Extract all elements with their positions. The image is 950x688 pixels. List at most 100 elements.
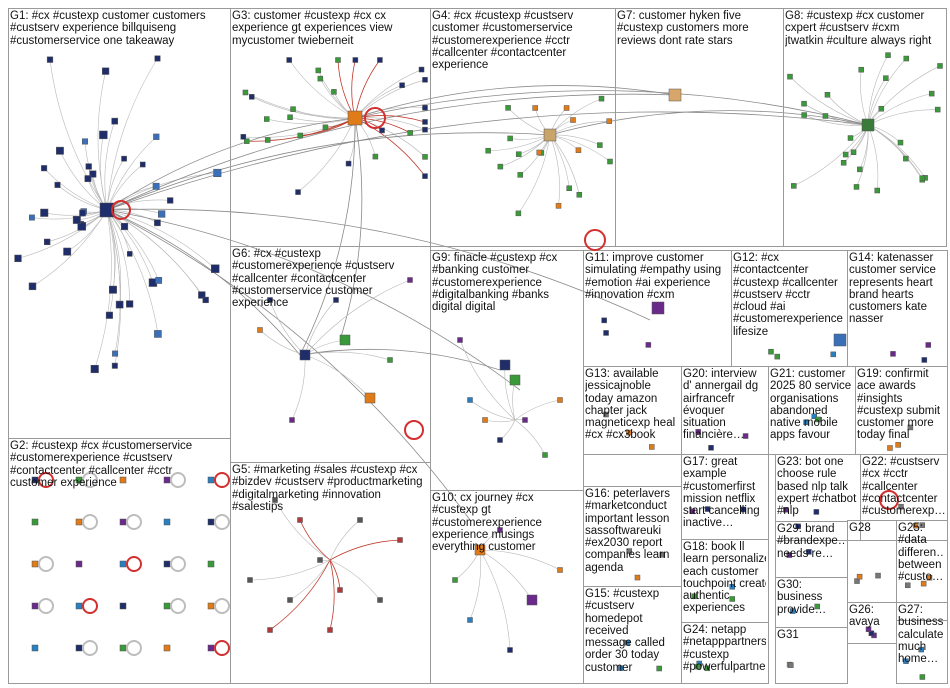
graph-node [247, 577, 253, 583]
graph-edge [299, 117, 356, 356]
graph-edge [499, 419, 516, 441]
group-box-g24 [681, 622, 769, 684]
graph-node [327, 627, 333, 633]
group-box-g23 [775, 454, 861, 541]
group-label-line: G29: brand [777, 523, 835, 535]
graph-node [507, 647, 513, 653]
graph-node [878, 105, 885, 112]
graph-node [119, 476, 127, 484]
graph-edge [514, 419, 546, 456]
graph-edge [289, 559, 331, 601]
graph-node [139, 161, 146, 168]
group-label-line: #brandexpe… [777, 535, 845, 548]
graph-node [497, 527, 503, 533]
graph-node [563, 105, 570, 111]
graph-node [29, 214, 35, 221]
graph-node [497, 163, 504, 170]
graph-node [856, 573, 863, 580]
graph-node [768, 348, 774, 355]
group-label-line: #customerexperience #cctr [432, 34, 571, 47]
graph-node [499, 359, 511, 371]
group-label-g9: G9: finacle #custexp #cx#banking custome… [432, 252, 581, 313]
graph-node [155, 277, 163, 284]
graph-node [72, 215, 81, 224]
graph-node [322, 124, 329, 131]
self-loop [214, 514, 230, 530]
graph-node [213, 168, 222, 177]
group-label-line: #cx #cx3book [585, 429, 656, 442]
graph-node [54, 181, 61, 188]
graph-node [102, 67, 110, 75]
group-label-line: #customerexperience #custserv [232, 260, 395, 273]
graph-node [397, 537, 403, 543]
graph-node [918, 646, 924, 653]
group-label-line: calculate [898, 628, 944, 641]
graph-node [566, 185, 572, 192]
graph-node [41, 165, 48, 172]
graph-node [85, 163, 92, 170]
group-label-line: #custexp submit [857, 404, 941, 417]
self-loop [584, 229, 606, 251]
graph-node [803, 419, 809, 426]
group-label-line: each customer [683, 565, 759, 578]
graph-node [158, 210, 166, 218]
graph-node [787, 73, 793, 80]
graph-edge [329, 539, 401, 561]
group-label-g2: G2: #custexp #cx #customerservice#custom… [10, 440, 228, 489]
group-label-line: #banking customer [432, 264, 530, 277]
graph-edge [106, 209, 130, 304]
self-loop [82, 514, 98, 530]
group-label-line: G21: customer [770, 368, 846, 380]
graph-node [46, 56, 54, 63]
graph-node [607, 158, 613, 165]
group-label-line: homedepot [585, 612, 643, 625]
graph-node [789, 608, 796, 614]
group-label-g6: G6: #cx #custexp#customerexperience #cus… [232, 248, 428, 309]
graph-node [154, 330, 162, 338]
graph-node [815, 416, 821, 423]
group-label-line: today amazon [585, 392, 658, 405]
group-label-line: today final [857, 429, 910, 442]
graph-node [858, 66, 864, 73]
graph-node [422, 77, 428, 83]
group-label-line: start cancelling [683, 505, 760, 518]
graph-node [109, 285, 117, 294]
group-label-line: #custexp customers more [617, 22, 749, 35]
group-label-line: financière… [683, 429, 745, 442]
group-label-line: G6: #cx #custexp [232, 248, 321, 260]
hub-node [668, 88, 682, 102]
self-loop [82, 598, 98, 614]
group-label-line: #insights [857, 392, 903, 405]
graph-edge [304, 351, 391, 361]
graph-edge [867, 124, 879, 191]
graph-node [163, 560, 171, 568]
graph-node [557, 567, 563, 573]
graph-node [120, 222, 129, 231]
group-label-line: abandoned [770, 404, 828, 417]
graph-node [517, 172, 523, 178]
group-label-line: G25: [898, 522, 923, 534]
graph-node [624, 639, 631, 646]
graph-edge [549, 134, 560, 206]
graph-node [645, 342, 652, 348]
self-loop [38, 556, 54, 572]
graph-node [840, 160, 847, 166]
group-label-line: experience gt experiences view [232, 22, 393, 35]
graph-node [452, 577, 458, 583]
group-label-line: chapter jack [585, 404, 648, 417]
group-label-line: cxpert #custserv #cxm [785, 22, 900, 35]
group-label-line: experience [432, 59, 489, 72]
graph-node [704, 506, 711, 512]
graph-node [202, 296, 209, 304]
graph-node [801, 100, 807, 107]
group-label-line: G12: #cx [733, 252, 780, 264]
graph-node [824, 92, 831, 98]
self-loop [214, 640, 230, 656]
graph-node [28, 282, 37, 291]
